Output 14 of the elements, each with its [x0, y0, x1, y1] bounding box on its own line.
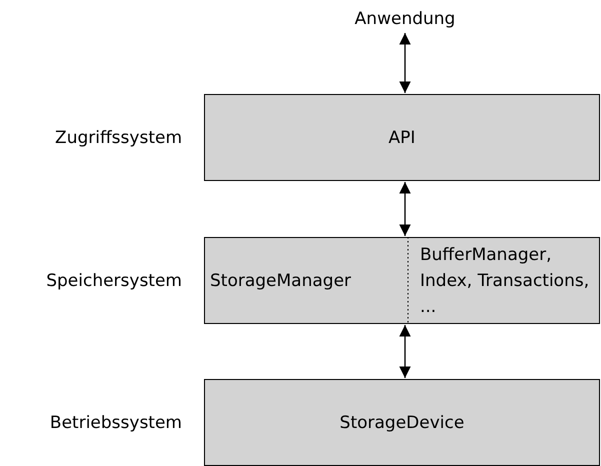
layer-label: StorageDevice	[340, 412, 464, 432]
layer-label: API	[388, 128, 416, 148]
double-arrow	[399, 325, 411, 378]
endpoint-text: Anwendung	[354, 9, 456, 29]
layer-name: Zugriffssystem	[55, 128, 182, 148]
layer-box	[204, 94, 600, 181]
component-label: StorageManager	[210, 270, 352, 290]
double-arrow	[399, 33, 411, 93]
layer-name: Speichersystem	[46, 270, 182, 290]
component-list: BufferManager, Index, Transactions, ...	[420, 242, 592, 320]
layer-name: Betriebssystem	[50, 412, 182, 432]
double-arrow	[399, 182, 411, 236]
layer-box	[204, 379, 600, 466]
layer-box-split	[204, 237, 600, 324]
